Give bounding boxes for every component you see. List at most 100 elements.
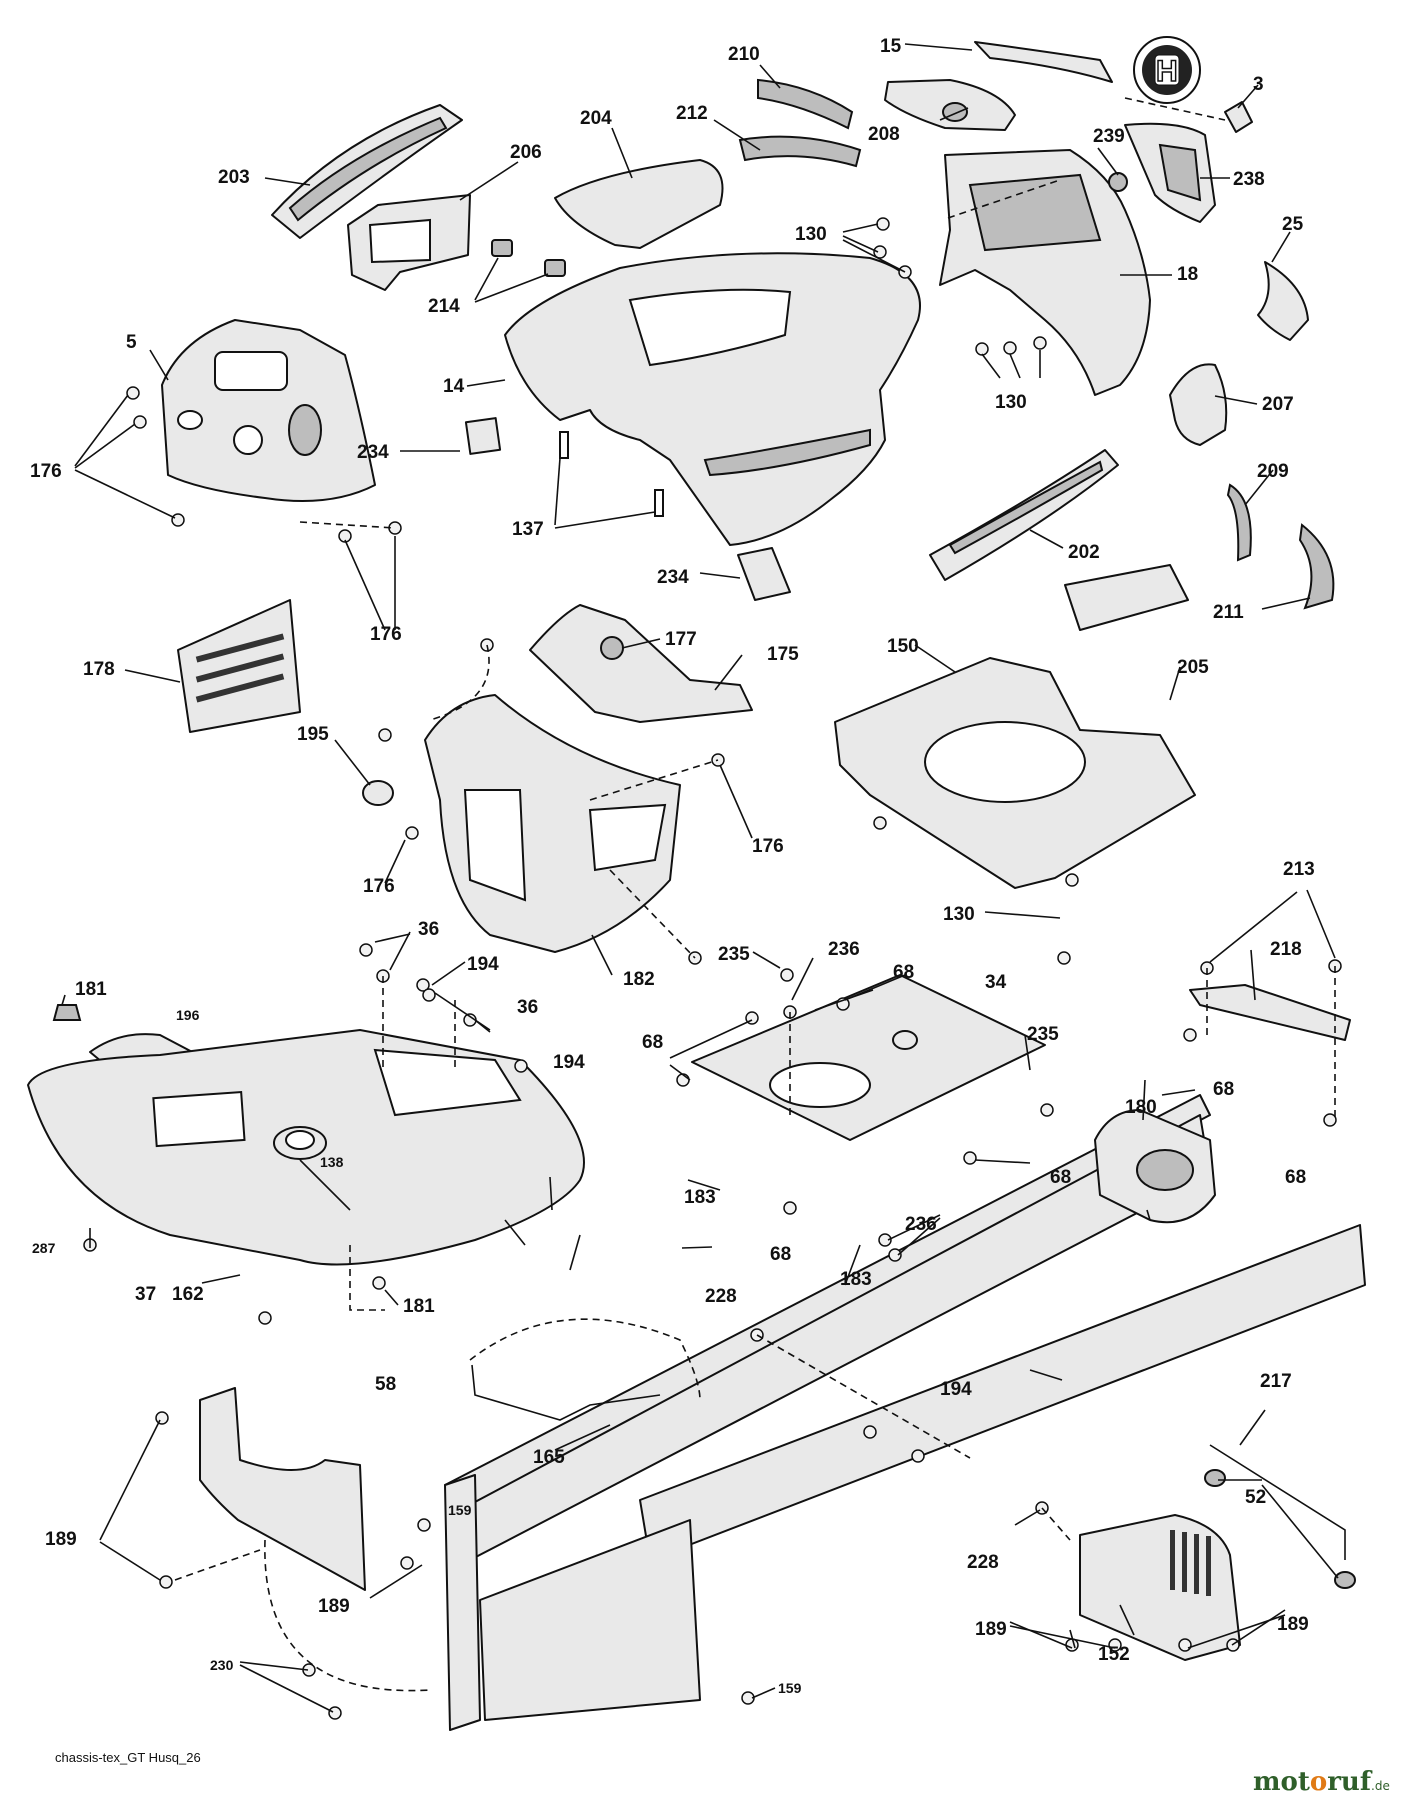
part-234-pad-upper — [464, 417, 502, 455]
part-214-clips — [491, 239, 566, 277]
callout-228-a: 228 — [705, 1286, 737, 1307]
part-212-grille — [738, 135, 862, 168]
callout-235-a: 235 — [718, 944, 750, 965]
part-14-hood — [504, 252, 921, 546]
callout-183-b: 183 — [840, 1269, 872, 1290]
part-195-grommet — [362, 780, 394, 806]
part-180-frame — [444, 1094, 1366, 1731]
callout-213: 213 — [1283, 859, 1315, 880]
callout-214: 214 — [428, 296, 460, 317]
part-238-side-trim — [1124, 122, 1216, 223]
callout-207: 207 — [1262, 394, 1294, 415]
part-5-dash-panel — [161, 319, 376, 502]
callout-181-bottom: 181 — [403, 1296, 435, 1317]
callout-235-b: 235 — [1027, 1024, 1059, 1045]
fasteners — [83, 217, 1342, 1720]
part-34-mounting-plate — [691, 974, 1046, 1141]
callout-37: 37 — [135, 1284, 156, 1305]
callout-176-b: 176 — [370, 624, 402, 645]
part-37-footplate — [27, 1029, 585, 1266]
callout-204: 204 — [580, 108, 612, 129]
callout-211: 211 — [1213, 602, 1244, 623]
husqvarna-logo-badge: H — [1133, 36, 1201, 104]
callout-189-c: 189 — [975, 1619, 1007, 1640]
logo-letter: H — [1156, 55, 1178, 88]
callout-183-a: 183 — [684, 1187, 716, 1208]
callout-178: 178 — [83, 659, 115, 680]
callout-182: 182 — [623, 969, 655, 990]
part-206-bracket — [347, 194, 471, 291]
leader-lines — [61, 43, 1339, 1713]
part-52-bushings — [1204, 1469, 1356, 1589]
watermark-part2: o — [1310, 1767, 1327, 1797]
callout-287: 287 — [32, 1240, 56, 1256]
callout-209: 209 — [1257, 461, 1289, 482]
watermark-suffix: .de — [1371, 1779, 1390, 1793]
callout-150: 150 — [887, 636, 919, 657]
callout-14: 14 — [443, 376, 465, 397]
callout-189-b: 189 — [318, 1596, 350, 1617]
part-137-pins — [559, 431, 664, 517]
callout-58: 58 — [375, 1374, 396, 1395]
callout-5: 5 — [126, 332, 137, 353]
callout-218: 218 — [1270, 939, 1302, 960]
callout-68-b: 68 — [642, 1032, 663, 1053]
part-15-trim-strip — [974, 41, 1113, 83]
callout-162: 162 — [172, 1284, 204, 1305]
callout-68-e: 68 — [1285, 1167, 1306, 1188]
callout-206: 206 — [510, 142, 542, 163]
part-25-lens — [1257, 261, 1309, 341]
part-211-grille — [1298, 523, 1335, 610]
part-217-rod — [1209, 1444, 1346, 1560]
callout-36-b: 36 — [517, 997, 538, 1018]
callout-130-top: 130 — [795, 224, 827, 245]
callout-52: 52 — [1245, 1487, 1266, 1508]
callout-212: 212 — [676, 103, 708, 124]
callout-165: 165 — [533, 1447, 565, 1468]
callout-228-b: 228 — [967, 1552, 999, 1573]
part-180-axle-housing — [1094, 1109, 1216, 1224]
callout-159-b: 159 — [778, 1680, 802, 1696]
svg-text:motoruf.de: motoruf.de — [1253, 1767, 1390, 1797]
callout-238: 238 — [1233, 169, 1265, 190]
callout-203: 203 — [218, 167, 250, 188]
callout-208: 208 — [868, 124, 900, 145]
callout-176-d: 176 — [363, 876, 395, 897]
part-218-bracket — [1189, 984, 1351, 1041]
callout-36-a: 36 — [418, 919, 439, 940]
motoruf-watermark: motoruf.de — [1253, 1767, 1390, 1797]
callout-196: 196 — [176, 1007, 200, 1023]
assembly-dashed-lines — [174, 97, 1336, 1692]
callout-194-b: 194 — [553, 1052, 585, 1073]
callout-239: 239 — [1093, 126, 1125, 147]
callout-236-a: 236 — [828, 939, 860, 960]
callout-130-mid: 130 — [995, 392, 1027, 413]
part-165-rod — [471, 1364, 661, 1421]
callout-68-f: 68 — [770, 1244, 791, 1265]
part-3-badge-holder — [1224, 101, 1253, 133]
part-152-shield — [1079, 1514, 1241, 1661]
callout-181-top: 181 — [75, 979, 107, 1000]
callout-189-a: 189 — [45, 1529, 77, 1550]
callout-180: 180 — [1125, 1097, 1157, 1118]
callout-236-b: 236 — [905, 1214, 937, 1235]
callout-labels: 15 210 3 204 212 208 239 203 206 238 130… — [30, 36, 1315, 1696]
callout-68-a: 68 — [893, 962, 914, 983]
callout-34: 34 — [985, 972, 1007, 993]
part-177-knob — [600, 636, 624, 660]
callout-210: 210 — [728, 44, 760, 65]
callout-25: 25 — [1282, 214, 1304, 235]
part-208-headlight-housing — [884, 79, 1016, 131]
callout-159-a: 159 — [448, 1502, 472, 1518]
part-202-fascia-strip — [929, 449, 1119, 581]
callout-230: 230 — [210, 1657, 234, 1673]
callout-177: 177 — [665, 629, 697, 650]
callout-137: 137 — [512, 519, 544, 540]
part-205-cover — [1064, 564, 1189, 631]
callout-194-a: 194 — [467, 954, 499, 975]
callout-176-a: 176 — [30, 461, 62, 482]
part-178-vent-plate — [177, 599, 301, 733]
callout-130-bottom: 130 — [943, 904, 975, 925]
callout-176-c: 176 — [752, 836, 784, 857]
